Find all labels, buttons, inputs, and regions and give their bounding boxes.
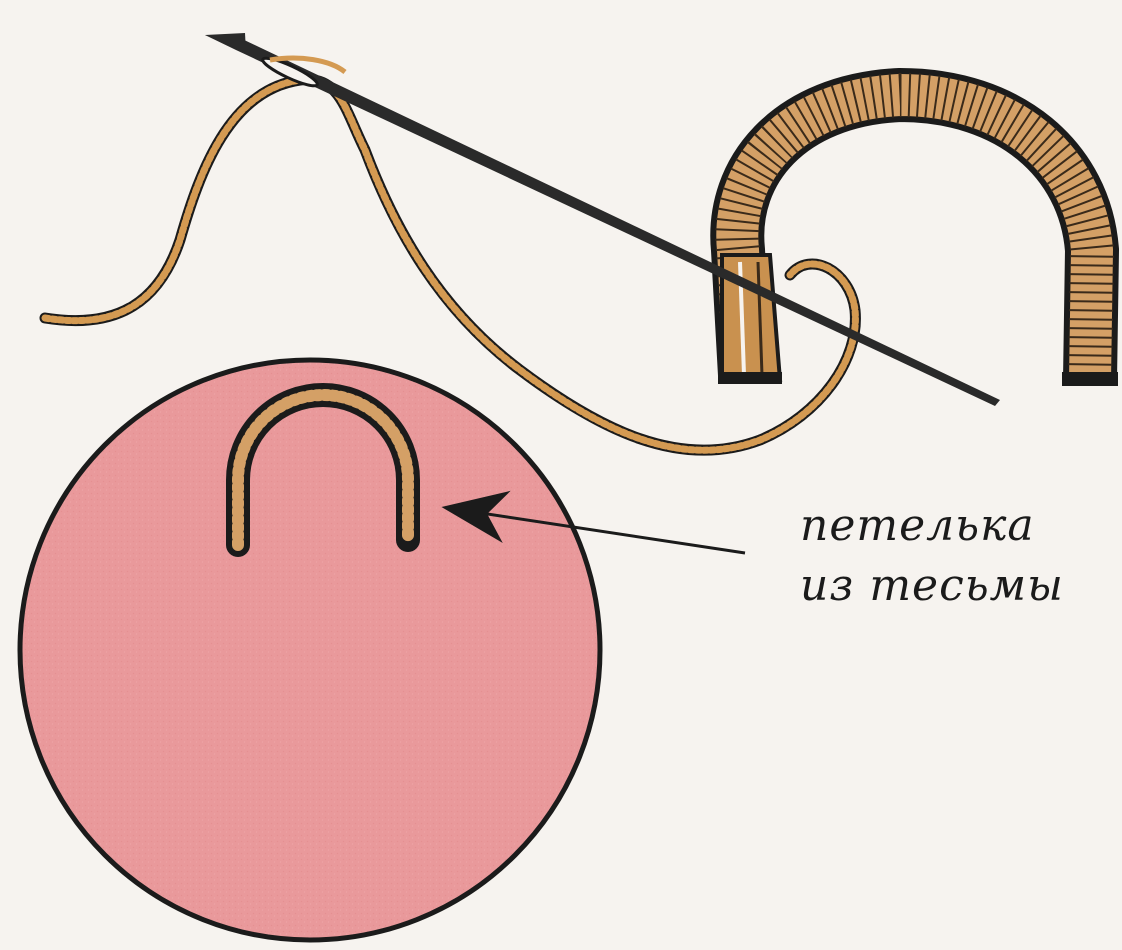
tape-loop-icon — [718, 95, 1118, 386]
caption-line-2: из тесьмы — [800, 560, 1064, 611]
caption-line-1: петелька — [800, 500, 1035, 551]
fabric-circle-icon — [20, 360, 600, 940]
